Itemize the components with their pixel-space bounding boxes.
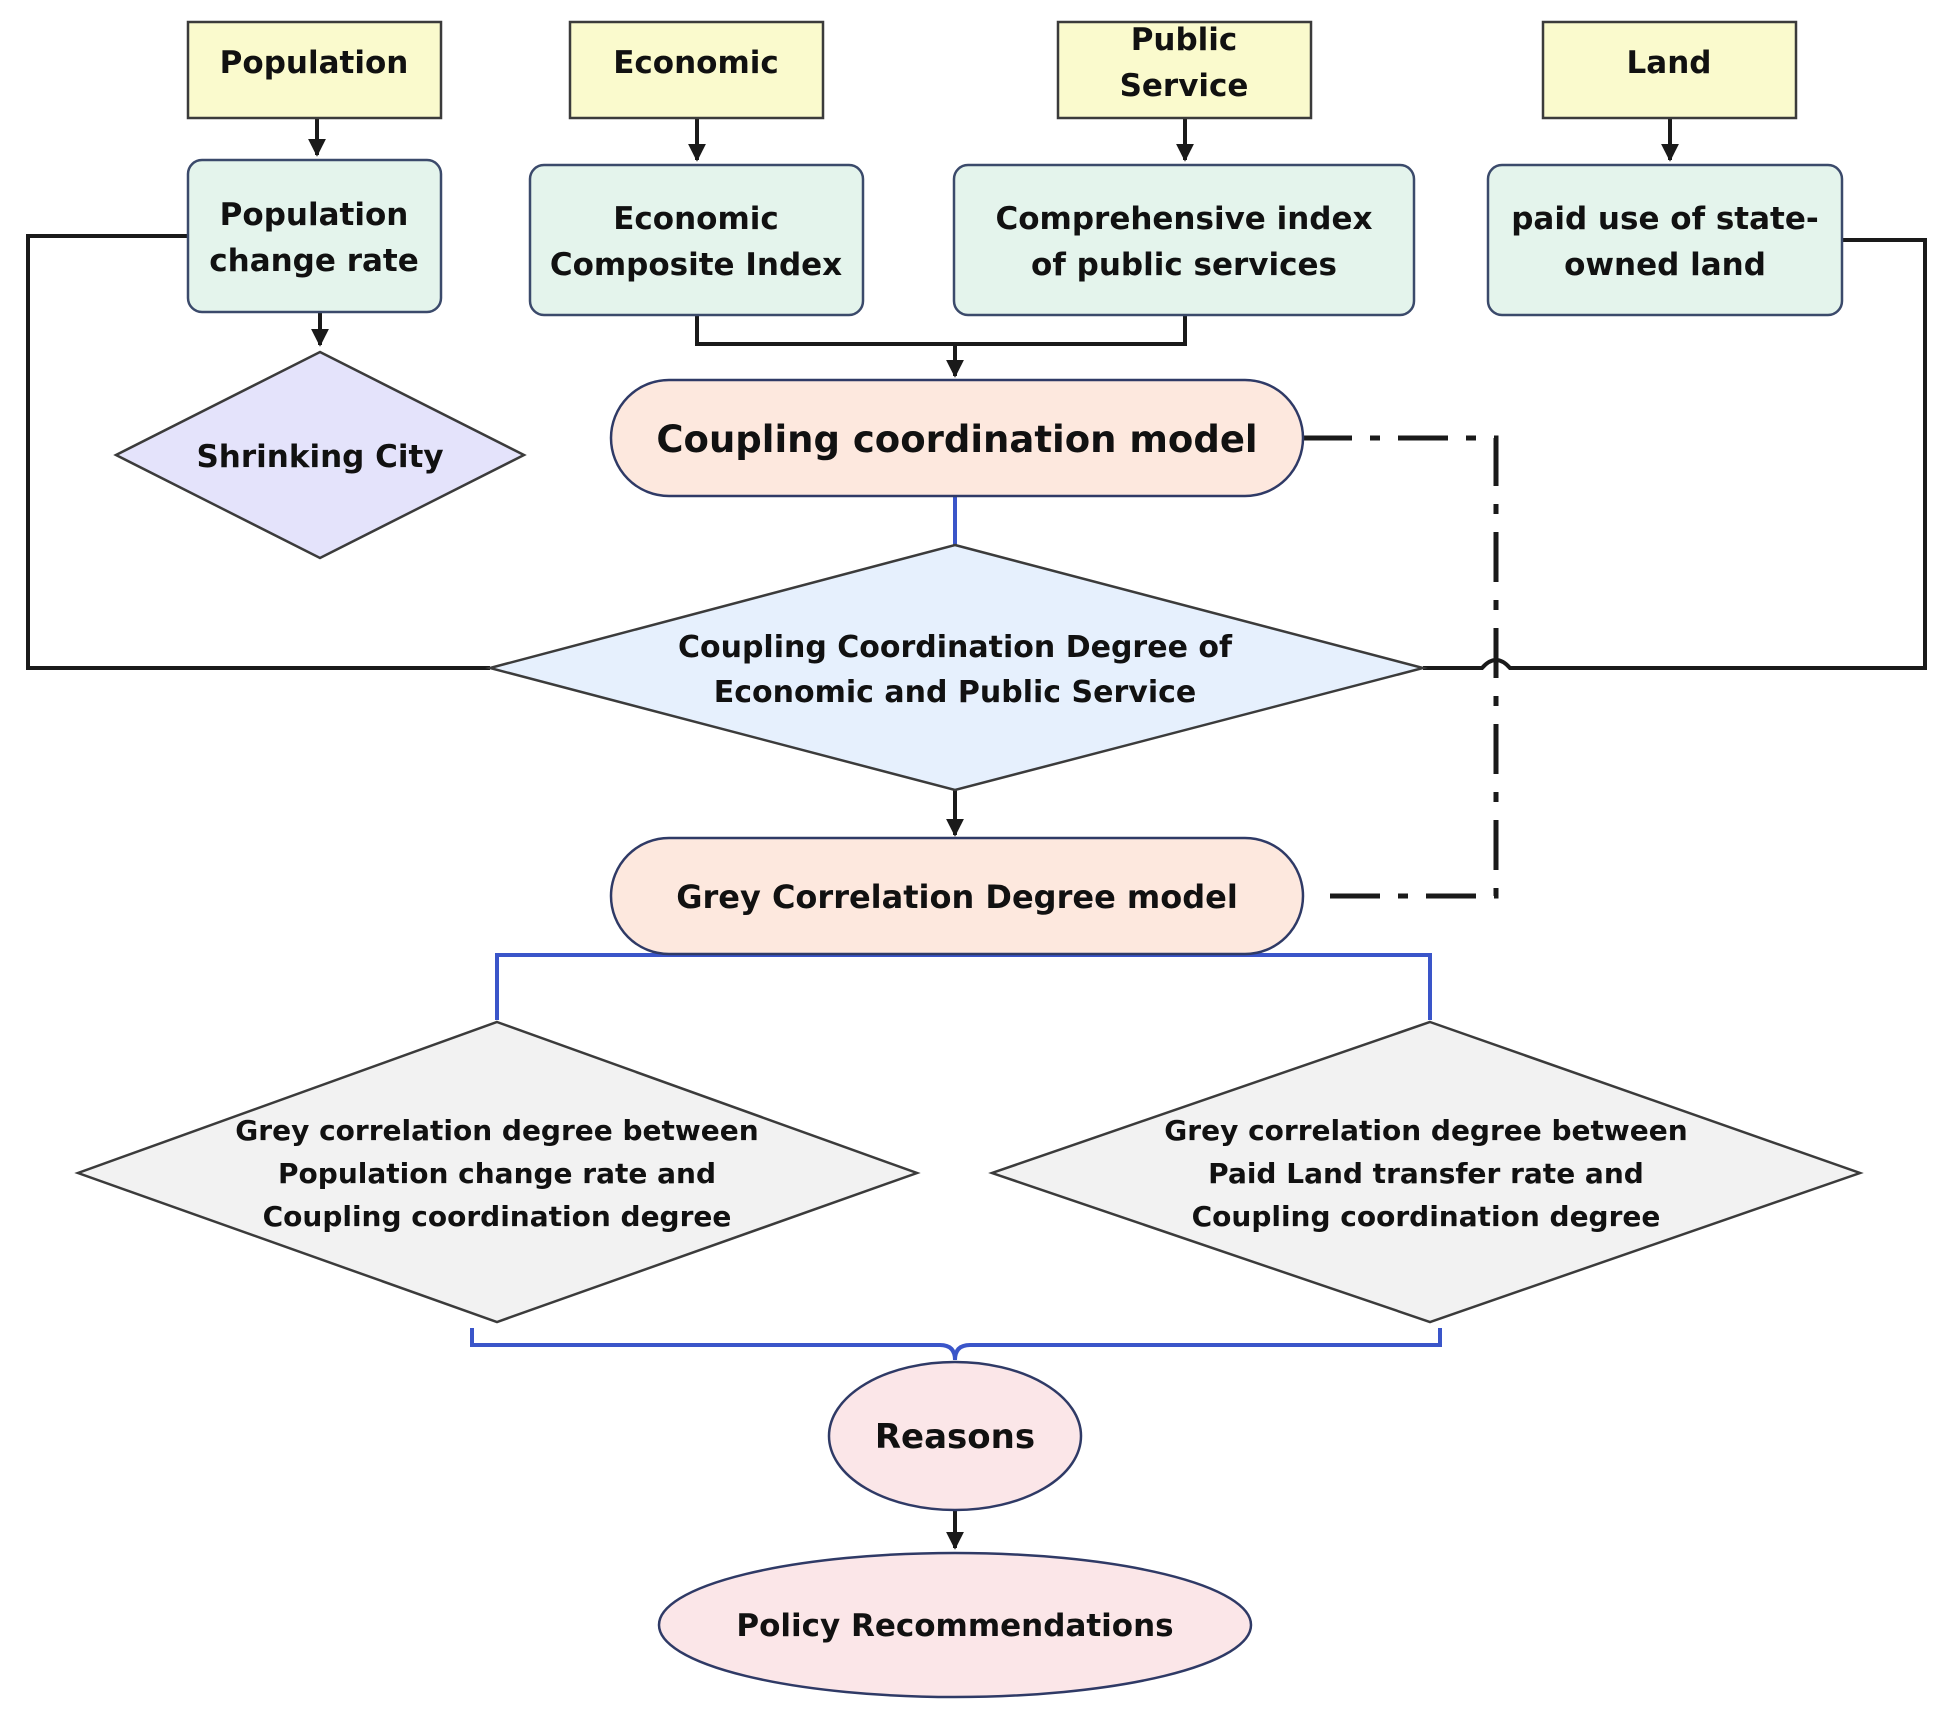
grey-model-label: Grey Correlation Degree model <box>676 878 1238 916</box>
coupling-degree-diamond: Coupling Coordination Degree of Economic… <box>485 543 1428 792</box>
grey-population-label-line2: Population change rate and <box>278 1157 716 1190</box>
population-box: Population <box>186 20 443 120</box>
grey-population-label-line3: Coupling coordination degree <box>263 1200 732 1233</box>
grey-land-label-line3: Coupling coordination degree <box>1192 1200 1661 1233</box>
population-label: Population <box>220 45 409 81</box>
paid-use-land-box: paid use of state- owned land <box>1486 163 1844 317</box>
dashed-connector-model-to-grey <box>1302 435 1499 899</box>
economic-composite-index-label-line1: Economic <box>613 201 779 237</box>
economic-label: Economic <box>613 45 779 81</box>
coupling-coordination-model-pill: Coupling coordination model <box>609 378 1305 498</box>
grey-land-diamond: Grey correlation degree between Paid Lan… <box>988 1020 1864 1324</box>
bracket-grey-results-join <box>470 1328 1442 1361</box>
reasons-ellipse: Reasons <box>827 1360 1083 1512</box>
grey-population-diamond: Grey correlation degree between Populati… <box>74 1020 921 1324</box>
coupling-degree-label-line2: Economic and Public Service <box>714 675 1196 710</box>
bracket-grey-model-split <box>495 953 1432 1020</box>
economic-composite-index-label-line2: Composite Index <box>550 247 842 283</box>
public-service-label-line1: Public <box>1131 22 1238 58</box>
grey-land-label-line1: Grey correlation degree between <box>1164 1114 1687 1147</box>
paid-use-land-label-line1: paid use of state- <box>1511 201 1819 237</box>
connectors <box>26 118 1927 1550</box>
shrinking-city-label: Shrinking City <box>196 439 443 475</box>
paid-use-land-label-line2: owned land <box>1564 247 1766 283</box>
population-change-rate-box: Population change rate <box>186 158 443 314</box>
land-box: Land <box>1541 20 1798 120</box>
comprehensive-index-box: Comprehensive index of public services <box>952 163 1416 317</box>
population-change-rate-label-line1: Population <box>220 197 409 233</box>
connector-paid-use-loop <box>1423 238 1927 670</box>
land-label: Land <box>1627 45 1712 81</box>
public-service-label-line2: Service <box>1120 68 1249 104</box>
coupling-degree-label-line1: Coupling Coordination Degree of <box>678 630 1233 665</box>
grey-land-label-line2: Paid Land transfer rate and <box>1208 1157 1644 1190</box>
comprehensive-index-label-line1: Comprehensive index <box>995 201 1372 237</box>
policy-recommendations-ellipse: Policy Recommendations <box>657 1551 1253 1699</box>
economic-composite-index-box: Economic Composite Index <box>528 163 865 317</box>
coupling-model-label: Coupling coordination model <box>656 418 1257 461</box>
grey-population-label-line1: Grey correlation degree between <box>235 1114 758 1147</box>
shrinking-city-diamond: Shrinking City <box>113 350 527 560</box>
comprehensive-index-label-line2: of public services <box>1031 247 1337 283</box>
connector-change-rate-loop <box>26 234 490 670</box>
economic-box: Economic <box>568 20 825 120</box>
reasons-label: Reasons <box>875 1417 1035 1457</box>
policy-recommendations-label: Policy Recommendations <box>736 1608 1173 1644</box>
population-change-rate-label-line2: change rate <box>209 243 419 279</box>
connector-indices-join <box>695 315 1187 346</box>
grey-correlation-model-pill: Grey Correlation Degree model <box>609 836 1305 956</box>
public-service-box: Public Service <box>1056 20 1313 120</box>
